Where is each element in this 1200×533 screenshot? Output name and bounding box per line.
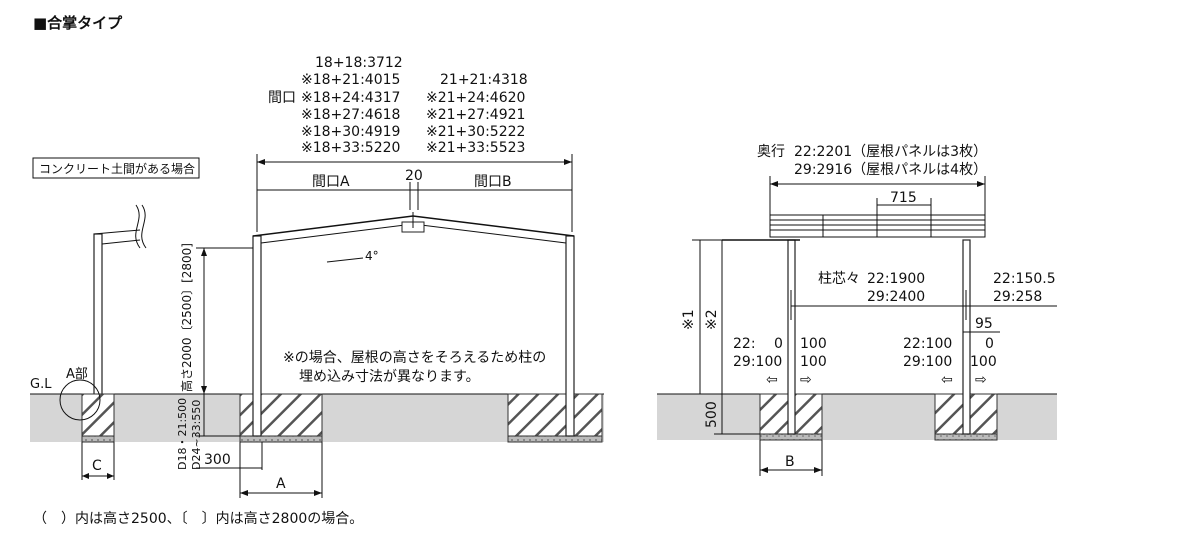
- foundation-detail: [81, 393, 115, 437]
- span-col2: 21+21:4318 ※21+24:4620 ※21+27:4921 ※21+3…: [426, 72, 528, 156]
- break-mark: [135, 204, 147, 249]
- height-label: 高さ2000〔2500〕[2800]: [179, 243, 194, 392]
- dim-300-label: 300: [204, 452, 231, 468]
- arrow-right-icon: ⇨: [800, 372, 812, 388]
- post-side-left: [787, 239, 796, 435]
- span-col2-row: ※21+33:5523: [426, 140, 525, 156]
- dim-c-label: C: [92, 458, 102, 474]
- foundation-right: [507, 393, 603, 437]
- front-view: 4° 間口 18+18:3712 ※18+21:4015 ※18+24:4317…: [30, 55, 604, 498]
- span-col1-row: ※18+33:5220: [301, 140, 400, 156]
- pitch-22: 22:1900: [867, 271, 925, 287]
- part-a-circle: [59, 379, 101, 421]
- left-offset-label-29: 29:100: [733, 354, 782, 370]
- concrete-label: コンクリート土間がある場合: [39, 161, 195, 176]
- page-title: ■合掌タイプ: [33, 14, 123, 32]
- span-col1-row: ※18+24:4317: [301, 90, 400, 106]
- span-b-label: 間口B: [474, 174, 512, 190]
- span-col1-row: ※18+21:4015: [301, 72, 400, 88]
- footnote: （ ）内は高さ2500、〔 〕内は高さ2800の場合。: [33, 510, 363, 527]
- overhang-22: 22:150.5: [993, 271, 1056, 287]
- overhang-29: 29:258: [993, 289, 1042, 305]
- right-offset-b-22: 0: [985, 336, 994, 352]
- span-col1-row: 18+18:3712: [315, 55, 403, 71]
- right-offset-label-22: 22:100: [903, 336, 952, 352]
- post-right: [565, 235, 575, 437]
- span-a-label: 間口A: [312, 174, 350, 190]
- right-offset-label-29: 29:100: [903, 354, 952, 370]
- angle-label: 4°: [365, 249, 379, 263]
- note-line-1: ※の場合、屋根の高さをそろえるため柱の: [283, 349, 546, 366]
- depth-29: 29:2916（屋根パネルは4枚）: [794, 162, 987, 178]
- roof-detail: [93, 229, 141, 235]
- dim-500-label: 500: [704, 401, 720, 428]
- mark-1: ※1: [681, 309, 697, 330]
- span-col2-row: ※21+27:4921: [426, 107, 525, 123]
- span-col2-row: ※21+24:4620: [426, 90, 525, 106]
- side-view: 奥行 22:2201（屋根パネルは3枚） 29:2916（屋根パネルは4枚） 7…: [657, 143, 1057, 476]
- arrow-right-icon: ⇨: [975, 372, 987, 388]
- part-a-label: A部: [66, 367, 88, 382]
- note-line-2: 埋め込み寸法が異なります。: [299, 369, 480, 385]
- embed-label-1: D18・21:500: [176, 398, 189, 470]
- span-col2-row: ※21+30:5222: [426, 124, 525, 140]
- gl-label: G.L: [30, 377, 52, 392]
- pitch-29: 29:2400: [867, 289, 925, 305]
- left-offset-b-29: 100: [800, 354, 827, 370]
- span-col1-row: ※18+30:4919: [301, 124, 400, 140]
- right-offset-b-29: 100: [970, 354, 997, 370]
- post-left: [252, 235, 262, 437]
- span-col1-row: ※18+27:4618: [301, 107, 400, 123]
- arrow-left-icon: ⇦: [941, 372, 953, 388]
- center-gap-label: 20: [405, 168, 423, 184]
- left-offset-b-22: 100: [800, 336, 827, 352]
- span-col2-row: 21+21:4318: [440, 72, 528, 88]
- pitch-label: 柱芯々: [818, 271, 860, 287]
- angle-marker-line: [326, 257, 364, 263]
- span-dim-arrow-right: [564, 159, 572, 165]
- dim-95-label: 95: [975, 316, 993, 332]
- arrow-left-icon: ⇦: [766, 372, 778, 388]
- dim-b-label: B: [785, 454, 795, 470]
- gravel-right: [507, 435, 603, 443]
- left-offset-a-22: 0: [774, 336, 783, 352]
- span-col1: 18+18:3712 ※18+21:4015 ※18+24:4317 ※18+2…: [301, 55, 403, 156]
- foundation-left: [239, 393, 323, 437]
- left-offset-label-22: 22:: [733, 336, 756, 352]
- span-dim-arrow-left: [257, 159, 265, 165]
- embed-label-2: D24~33:550: [190, 400, 203, 470]
- span-label: 間口: [268, 90, 296, 106]
- depth-label: 奥行: [757, 143, 785, 160]
- dim-715-label: 715: [890, 190, 917, 206]
- gravel-left: [239, 435, 323, 443]
- depth-22: 22:2201（屋根パネルは3枚）: [794, 144, 987, 160]
- dim-a-label: A: [276, 476, 286, 492]
- mark-2: ※2: [704, 309, 720, 330]
- post-side-right: [962, 239, 971, 435]
- concrete-label-box: [32, 157, 200, 179]
